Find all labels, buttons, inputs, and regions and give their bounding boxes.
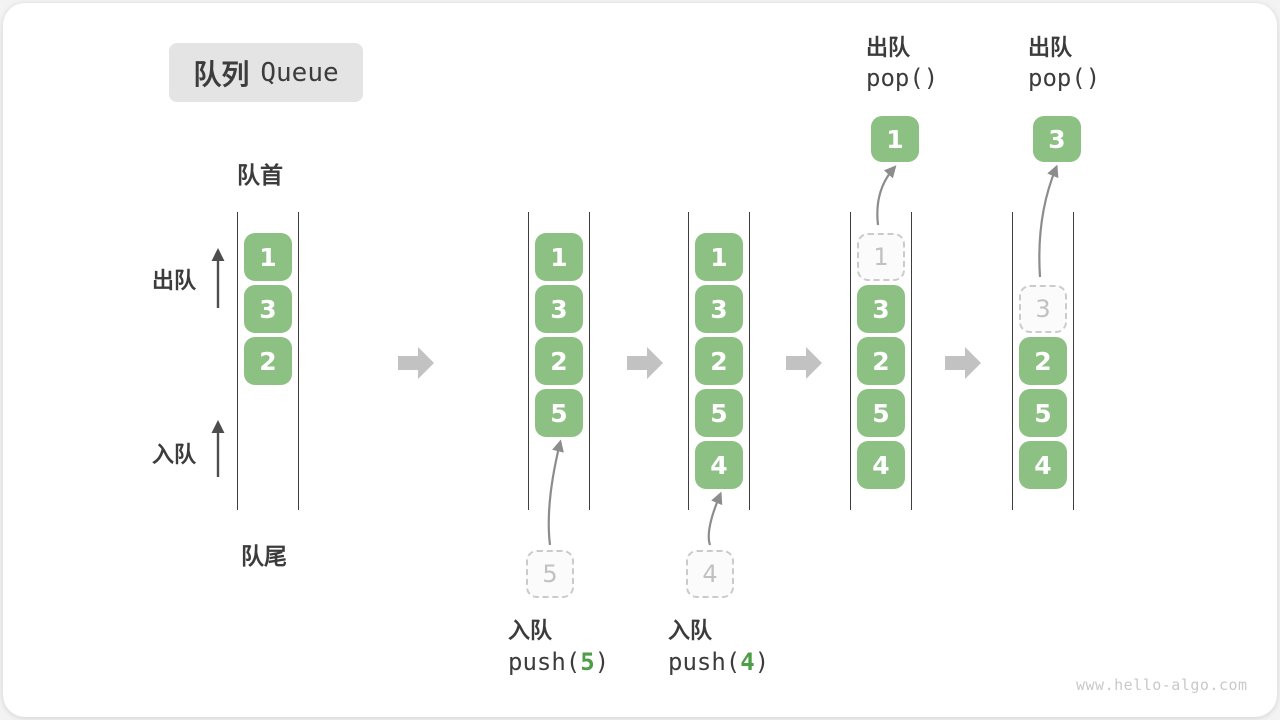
state-4-after-pop-1-queue-box-2: 2 [857, 337, 905, 385]
state-2-after-push-5-queue-box-3: 3 [535, 285, 583, 333]
state-3-after-push-4-channel-wall-left [687, 212, 690, 510]
state-1-initial-channel-wall-right [297, 212, 300, 510]
state-4-after-pop-1-dequeue-label: 出队 [866, 35, 911, 60]
state-4-after-pop-1-popped-box: 1 [871, 116, 919, 162]
state-4-after-pop-1-queue-box-3: 3 [857, 285, 905, 333]
state-1-initial-queue-box-3: 3 [244, 285, 292, 333]
state-2-after-push-5-queue-box-1: 1 [535, 233, 583, 281]
state-5-after-pop-3-dequeue-label: 出队 [1028, 35, 1073, 60]
state-2-after-push-5-enqueue-code: push(5) [508, 648, 610, 676]
label-queue-front: 队首 [237, 162, 283, 188]
state-1-initial-channel-wall-left [236, 212, 239, 510]
state-5-after-pop-3-queue-box-2: 2 [1019, 337, 1067, 385]
state-5-after-pop-3-dequeue-code: pop() [1028, 64, 1101, 92]
title-box: 队列 Queue [169, 43, 363, 102]
state-2-after-push-5-queue-box-2: 2 [535, 337, 583, 385]
state-5-after-pop-3-queue-box-4: 4 [1019, 441, 1067, 489]
state-5-after-pop-3-queue-box-5: 5 [1019, 389, 1067, 437]
state-2-after-push-5-staging-box: 5 [526, 550, 574, 598]
state-2-after-push-5-enqueue-label: 入队 [508, 618, 553, 643]
state-4-after-pop-1-queue-box-dashed-1: 1 [857, 233, 905, 281]
state-5-after-pop-3-channel-wall-right [1072, 212, 1075, 510]
state-2-after-push-5-enqueue-arg: 5 [580, 648, 595, 676]
state-2-after-push-5-queue-box-5: 5 [535, 389, 583, 437]
state-2-after-push-5-channel-wall-left [527, 212, 530, 510]
state-3-after-push-4-queue-box-3: 3 [695, 285, 743, 333]
state-4-after-pop-1-queue-box-5: 5 [857, 389, 905, 437]
state-3-after-push-4-enqueue-label: 入队 [668, 618, 713, 643]
state-5-after-pop-3-popped-box: 3 [1033, 116, 1081, 162]
label-dequeue-side: 出队 [151, 268, 196, 293]
title-zh: 队列 [193, 58, 250, 90]
state-3-after-push-4-staging-box: 4 [686, 550, 734, 598]
state-3-after-push-4-queue-box-1: 1 [695, 233, 743, 281]
title-en: Queue [260, 57, 339, 88]
state-5-after-pop-3-channel-wall-left [1011, 212, 1014, 510]
state-3-after-push-4-enqueue-arg: 4 [740, 648, 755, 676]
state-4-after-pop-1-dequeue-code: pop() [866, 64, 939, 92]
state-3-after-push-4-queue-box-2: 2 [695, 337, 743, 385]
label-queue-rear: 队尾 [241, 543, 287, 569]
state-4-after-pop-1-channel-wall-right [910, 212, 913, 510]
state-3-after-push-4-channel-wall-right [748, 212, 751, 510]
state-3-after-push-4-queue-box-5: 5 [695, 389, 743, 437]
state-3-after-push-4-queue-box-4: 4 [695, 441, 743, 489]
state-5-after-pop-3-queue-box-dashed-3: 3 [1019, 285, 1067, 333]
watermark: www.hello-algo.com [1076, 676, 1248, 694]
state-4-after-pop-1-channel-wall-left [849, 212, 852, 510]
card-background [3, 3, 1277, 717]
label-enqueue-side: 入队 [151, 442, 196, 467]
state-2-after-push-5-channel-wall-right [588, 212, 591, 510]
state-4-after-pop-1-queue-box-4: 4 [857, 441, 905, 489]
state-3-after-push-4-enqueue-code: push(4) [668, 648, 770, 676]
state-1-initial-queue-box-1: 1 [244, 233, 292, 281]
state-1-initial-queue-box-2: 2 [244, 337, 292, 385]
